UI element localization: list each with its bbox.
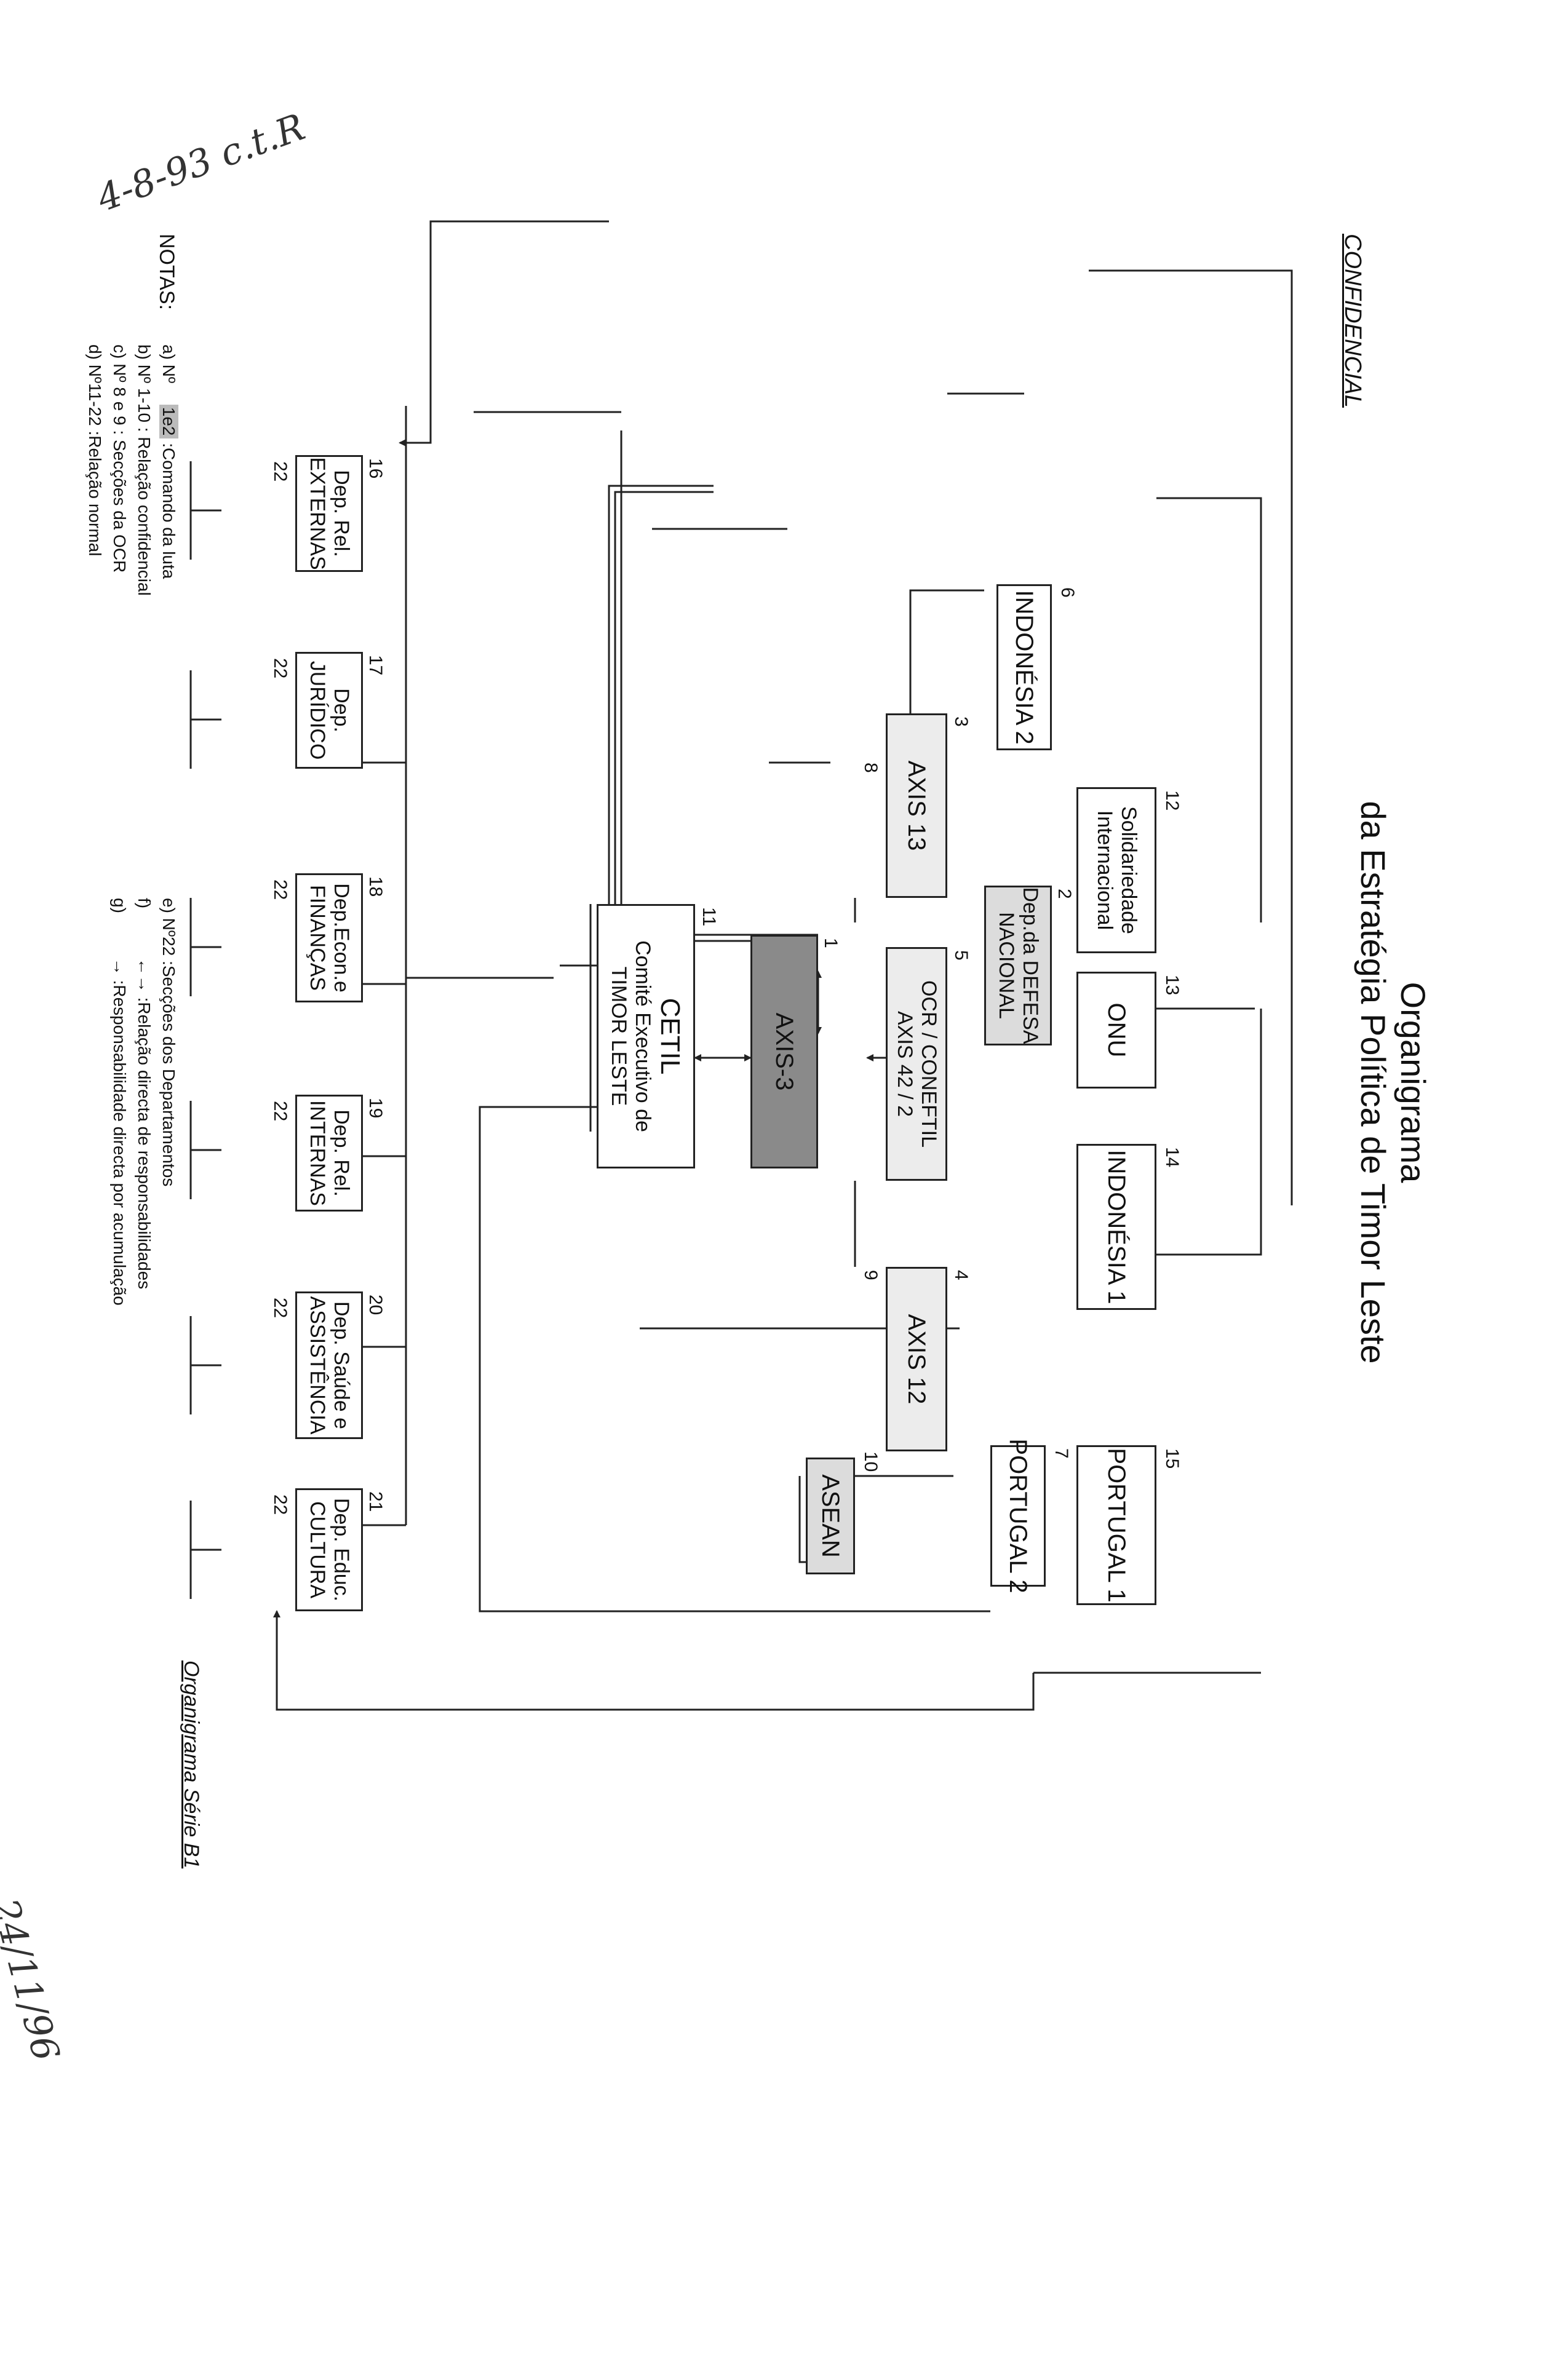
node-10-asean: ASEAN	[806, 1458, 855, 1574]
note-c: c) Nº 8 e 9 : Secções da OCR	[110, 344, 129, 573]
line-double-1	[608, 485, 818, 936]
node-1-axis-3: AXIS-3	[750, 935, 818, 1168]
node-8-number: 8	[861, 763, 881, 773]
node-5-ocr-coneftil: OCR / CONEFTIL AXIS 42 / 2	[886, 947, 947, 1181]
sub22-16	[189, 461, 221, 560]
node-18-dep-econ-financas: Dep.Econ.e FINANÇAS	[295, 873, 363, 1002]
node-14-indonesia-1: INDONÉSIA 1	[1076, 1144, 1156, 1310]
node-10-number: 10	[861, 1451, 881, 1472]
node-5-number: 5	[951, 950, 971, 961]
double-arrow-icon: ←→	[135, 958, 154, 993]
line-return	[479, 1106, 990, 1612]
node-21-dep-educ-cultura: Dep. Educ. CULTURA	[295, 1488, 363, 1611]
node-16-number: 16	[365, 458, 386, 479]
node-17-number: 17	[365, 655, 386, 676]
note-a: a) Nº 1e2 :Comando da luta	[159, 344, 178, 579]
note-d: d) Nº11-22 :Relação normal	[86, 344, 105, 557]
node-1-number: 1	[821, 938, 841, 948]
sub22-18	[189, 898, 221, 996]
node-17-sub22: 22	[270, 658, 290, 679]
sub22-19	[189, 1101, 221, 1199]
node-21-sub22: 22	[270, 1494, 290, 1515]
node-15-portugal-1: PORTUGAL 1	[1076, 1445, 1156, 1605]
node-20-number: 20	[365, 1295, 386, 1315]
node-17-dep-juridico: Dep. JURÍDICO	[295, 652, 363, 769]
node-14-number: 14	[1162, 1147, 1182, 1168]
title-line-1: Organigrama	[1394, 982, 1433, 1183]
node-18-sub22: 22	[270, 879, 290, 900]
sub22-17	[189, 670, 221, 769]
connector-lines	[189, 220, 1293, 1711]
node-6-number: 6	[1057, 587, 1078, 598]
node-3-number: 3	[951, 716, 971, 727]
node-20-dep-saude: Dep. Saúde e ASSISTÊNCIA	[295, 1291, 363, 1439]
node-6-indonesia-2: INDONÉSIA 2	[996, 584, 1052, 750]
node-16-dep-rel-externas: Dep. Rel. EXTERNAS	[295, 455, 363, 572]
right-arrow-icon: →	[110, 958, 129, 975]
handwritten-bottom-date: 24/11/96	[0, 1894, 68, 2066]
node-19-number: 19	[365, 1098, 386, 1119]
confidential-label: CONFIDENCIAL	[1340, 234, 1366, 408]
node-2-number: 2	[1054, 889, 1075, 899]
sub22-20	[189, 1316, 221, 1414]
note-f: f) ←→ :Relação directa de responsabilida…	[135, 898, 154, 1290]
node-7-number: 7	[1051, 1448, 1072, 1459]
title-line-2: da Estratégia Política de Timor Leste	[1354, 801, 1393, 1364]
node-4-number: 4	[951, 1270, 971, 1280]
node-19-dep-rel-internas: Dep. Rel. INTERNAS	[295, 1095, 363, 1212]
organigram-canvas: Solidariedade Internacional 12 ONU 13 IN…	[86, 209, 1433, 1868]
node-15-number: 15	[1162, 1448, 1182, 1469]
notes-heading: NOTAS:	[155, 234, 178, 311]
sub22-21	[189, 1501, 221, 1599]
line-12-top	[1156, 497, 1262, 922]
footer-series: Organigrama Série B1	[180, 1660, 203, 1869]
note-b: b) Nº 1-10 : Relação confidencial	[135, 344, 154, 596]
node-19-sub22: 22	[270, 1101, 290, 1122]
node-18-number: 18	[365, 876, 386, 897]
line-outer-top	[1089, 269, 1293, 1205]
node-11-number: 11	[699, 907, 719, 927]
node-20-sub22: 22	[270, 1298, 290, 1319]
node-7-portugal-2: PORTUGAL 2	[990, 1438, 1046, 1593]
node-11-cetil: CETIL Comité Executivo de TIMOR LESTE	[597, 904, 695, 1168]
node-9-number: 9	[861, 1270, 881, 1280]
arrow-dep16	[399, 220, 609, 446]
line-double-2	[614, 491, 818, 942]
node-2-dep-defesa: Dep.da DEFESA NACIONAL	[984, 886, 1052, 1045]
handwritten-top-note: 4-8-93 c.t.R	[91, 105, 311, 221]
line-n6-n3	[909, 589, 984, 713]
node-16-sub22: 22	[270, 461, 290, 482]
note-g: g) → :Responsabilidade directa por acumu…	[110, 898, 129, 1306]
note-e: e) Nº22 :Secções dos Departamentos	[159, 898, 178, 1187]
line-15-loop	[1156, 1009, 1262, 1256]
line-dep16-top	[560, 430, 622, 967]
node-12-solidariedade: Solidariedade Internacional	[1076, 787, 1156, 953]
node-13-number: 13	[1162, 975, 1182, 996]
node-21-number: 21	[365, 1491, 386, 1512]
node-12-number: 12	[1162, 790, 1182, 811]
node-13-onu: ONU	[1076, 972, 1156, 1089]
line-p1-dep21	[277, 1611, 1261, 1711]
node-4-axis-12: AXIS 12	[886, 1267, 947, 1451]
node-3-axis-13: AXIS 13	[886, 713, 947, 898]
